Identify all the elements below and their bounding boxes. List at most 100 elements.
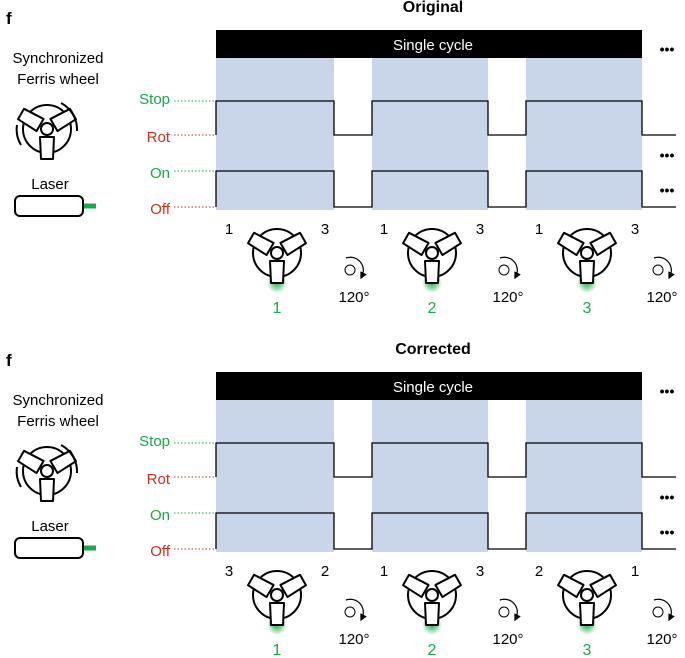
rotate-hub bbox=[652, 264, 664, 276]
laser-trace bbox=[215, 512, 676, 550]
ellipsis-icon: ••• bbox=[660, 41, 675, 57]
wheel-symbol bbox=[246, 228, 308, 284]
ferris-wheel-icon bbox=[246, 570, 308, 635]
arm-label-right: 1 bbox=[631, 563, 639, 580]
cycle-label: Single cycle bbox=[393, 37, 473, 54]
cycle-label: Single cycle bbox=[393, 379, 473, 396]
label-off: Off bbox=[150, 201, 171, 218]
rotation-angle: 120° bbox=[492, 631, 523, 648]
laser-label: Laser bbox=[31, 176, 69, 193]
ellipsis-icon: ••• bbox=[660, 383, 675, 399]
wheel-rotation-arc bbox=[15, 466, 22, 488]
wheel-rotation-arc bbox=[60, 102, 79, 132]
rotate-arrow-icon bbox=[652, 598, 675, 622]
rotation-angle: 120° bbox=[646, 631, 677, 648]
motor-trace bbox=[215, 100, 676, 136]
arm-label-left: 1 bbox=[225, 221, 233, 238]
panel-title: Original bbox=[403, 0, 463, 16]
wheel-title-line2: Ferris wheel bbox=[17, 413, 99, 430]
position-number: 1 bbox=[273, 642, 282, 658]
rotate-arc bbox=[653, 598, 675, 622]
rotation-angle: 120° bbox=[338, 631, 369, 648]
cycle-shade-2 bbox=[372, 400, 488, 552]
position-number: 2 bbox=[428, 300, 437, 317]
ferris-wheel-icon bbox=[401, 228, 463, 293]
rotate-arc bbox=[499, 256, 521, 280]
label-stop: Stop bbox=[139, 91, 170, 108]
cycle-shade-3 bbox=[526, 58, 642, 210]
ellipsis-icon: ••• bbox=[660, 489, 675, 505]
ferris-wheel-icon bbox=[246, 228, 308, 293]
rotate-arc bbox=[653, 256, 675, 280]
cycle-bar bbox=[216, 30, 642, 58]
wheel-symbol bbox=[556, 570, 618, 626]
label-on: On bbox=[150, 507, 170, 524]
arm-label-left: 1 bbox=[380, 563, 388, 580]
panel-letter: f bbox=[6, 351, 12, 370]
rotate-arrow-icon bbox=[344, 256, 367, 280]
rotate-arc bbox=[345, 256, 367, 280]
rotate-arc bbox=[499, 598, 521, 622]
wheel-title-line1: Synchronized bbox=[13, 50, 104, 67]
cycle-shade-1 bbox=[216, 400, 334, 552]
arm-label-right: 3 bbox=[476, 221, 484, 238]
label-on: On bbox=[150, 165, 170, 182]
wheel-symbol bbox=[401, 570, 463, 626]
arm-label-left: 1 bbox=[535, 221, 543, 238]
label-stop: Stop bbox=[139, 433, 170, 450]
cycle-shade-1 bbox=[216, 58, 334, 210]
laser-icon bbox=[14, 195, 84, 217]
ellipsis-icon: ••• bbox=[660, 524, 675, 540]
label-rot: Rot bbox=[147, 471, 171, 488]
label-rot: Rot bbox=[147, 129, 171, 146]
ferris-wheel-icon bbox=[15, 102, 79, 160]
arm-label-left: 2 bbox=[535, 563, 543, 580]
wheel-symbol bbox=[16, 446, 78, 502]
rotate-arrow-icon bbox=[498, 598, 521, 622]
position-number: 3 bbox=[583, 642, 592, 658]
wheel-symbol bbox=[246, 570, 308, 626]
ferris-wheel-icon bbox=[556, 228, 618, 293]
arm-label-left: 3 bbox=[225, 563, 233, 580]
ellipsis-icon: ••• bbox=[660, 182, 675, 198]
rotate-hub bbox=[344, 264, 356, 276]
wheel-symbol bbox=[401, 228, 463, 284]
laser-icon bbox=[14, 537, 84, 559]
rotate-arc bbox=[345, 598, 367, 622]
rotate-hub bbox=[498, 606, 510, 618]
ellipsis-icon: ••• bbox=[660, 147, 675, 163]
rotation-angle: 120° bbox=[646, 289, 677, 306]
ferris-wheel-icon bbox=[556, 570, 618, 635]
wheel-rotation-arc bbox=[15, 124, 22, 146]
wheel-symbol bbox=[16, 104, 78, 160]
position-number: 1 bbox=[273, 300, 282, 317]
rotate-hub bbox=[498, 264, 510, 276]
arm-label-right: 3 bbox=[476, 563, 484, 580]
wheel-symbol bbox=[556, 228, 618, 284]
position-number: 2 bbox=[428, 642, 437, 658]
rotate-hub bbox=[652, 606, 664, 618]
ferris-wheel-icon bbox=[401, 570, 463, 635]
panel-title: Corrected bbox=[395, 341, 471, 358]
wheel-title-line2: Ferris wheel bbox=[17, 71, 99, 88]
motor-trace bbox=[215, 442, 676, 478]
rotation-angle: 120° bbox=[492, 289, 523, 306]
arm-label-right: 2 bbox=[321, 563, 329, 580]
position-number: 3 bbox=[583, 300, 592, 317]
panel-letter: f bbox=[6, 9, 12, 28]
rotation-angle: 120° bbox=[338, 289, 369, 306]
arm-label-right: 3 bbox=[631, 221, 639, 238]
laser-label: Laser bbox=[31, 518, 69, 535]
laser-trace bbox=[215, 170, 676, 208]
ferris-wheel-icon bbox=[15, 444, 79, 502]
rotate-arrow-icon bbox=[344, 598, 367, 622]
rotate-hub bbox=[344, 606, 356, 618]
wheel-title-line1: Synchronized bbox=[13, 392, 104, 409]
cycle-shade-2 bbox=[372, 58, 488, 210]
wheel-rotation-arc bbox=[60, 444, 79, 474]
rotate-arrow-icon bbox=[498, 256, 521, 280]
rotate-arrow-icon bbox=[652, 256, 675, 280]
